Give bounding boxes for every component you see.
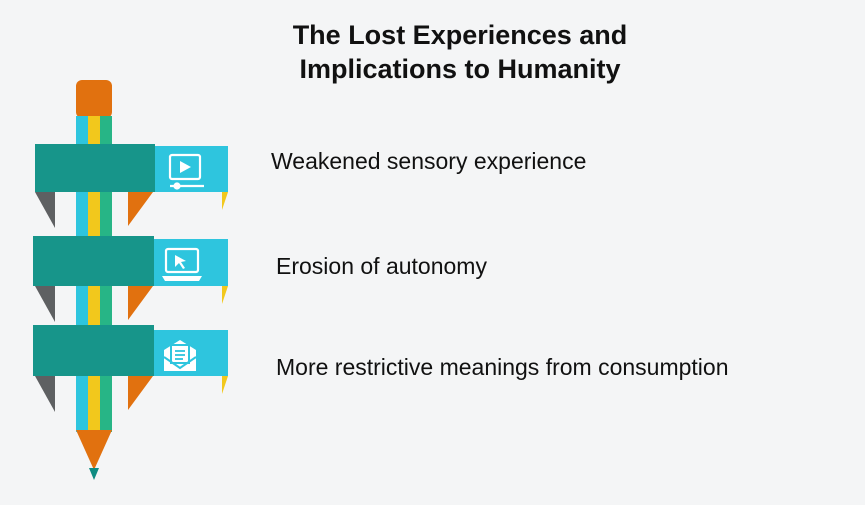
slide-title-line-2: Implications to Humanity: [299, 54, 621, 84]
pencil-banner-graphic: [33, 80, 228, 480]
pencil-wood-tip: [76, 430, 112, 470]
banner-2: [33, 236, 228, 322]
item-label-2: Erosion of autonomy: [276, 253, 487, 279]
pencil-lead-tip: [89, 468, 99, 480]
slide-title-line-1: The Lost Experiences and: [292, 20, 628, 50]
banner-1: [35, 144, 228, 228]
pencil-eraser: [76, 80, 112, 118]
video-player-icon: [168, 153, 204, 190]
banner-3: [33, 325, 228, 412]
item-label-3: More restrictive meanings from consumpti…: [276, 354, 729, 380]
slide-title: The Lost Experiences and Implications to…: [0, 18, 865, 86]
computer-cursor-icon: [162, 247, 202, 281]
item-label-1: Weakened sensory experience: [271, 148, 587, 174]
mail-envelope-icon: [163, 340, 197, 371]
